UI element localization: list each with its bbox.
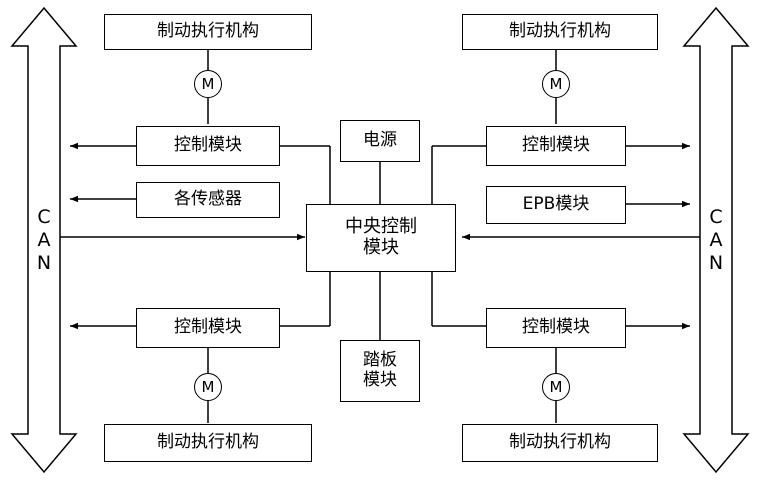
block-actuator-top-right[interactable]: 制动执行机构 — [462, 14, 658, 50]
block-central-control-module[interactable]: 中央控制 模块 — [306, 204, 456, 272]
motor-icon-bottom-left: M — [194, 373, 222, 401]
block-actuator-bottom-left[interactable]: 制动执行机构 — [104, 424, 312, 462]
block-power-supply[interactable]: 电源 — [340, 120, 420, 162]
can-label-right: CAN — [705, 205, 727, 275]
block-control-module-top-right[interactable]: 控制模块 — [486, 126, 626, 166]
block-control-module-bottom-right[interactable]: 控制模块 — [486, 308, 626, 348]
can-bus-right-arrow — [682, 6, 750, 474]
can-bus-left-arrow — [10, 6, 78, 474]
block-pedal-module[interactable]: 踏板 模块 — [340, 340, 420, 402]
motor-icon-top-right: M — [542, 70, 570, 98]
block-control-module-bottom-left[interactable]: 控制模块 — [136, 308, 280, 348]
block-actuator-top-left[interactable]: 制动执行机构 — [104, 14, 312, 50]
can-label-left: CAN — [33, 205, 55, 275]
block-actuator-bottom-right[interactable]: 制动执行机构 — [462, 424, 658, 462]
block-sensors[interactable]: 各传感器 — [136, 182, 280, 218]
block-epb-module[interactable]: EPB模块 — [486, 186, 626, 224]
motor-icon-top-left: M — [194, 70, 222, 98]
block-control-module-top-left[interactable]: 控制模块 — [136, 126, 280, 166]
motor-icon-bottom-right: M — [542, 373, 570, 401]
